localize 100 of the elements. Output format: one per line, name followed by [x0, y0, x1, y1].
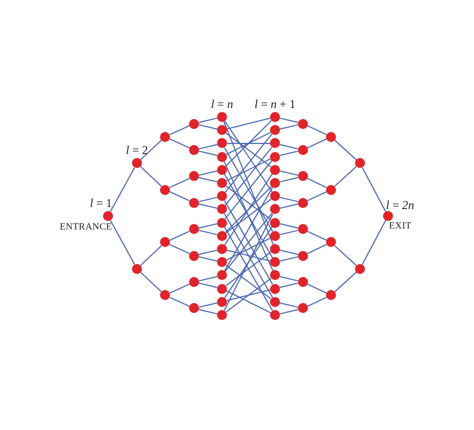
edge-line [223, 121, 274, 245]
vertex-dot [189, 145, 199, 155]
edge-line [280, 256, 298, 262]
vertex-dot [298, 145, 308, 155]
edge-line [226, 118, 270, 130]
level-label: l = 2n [386, 199, 414, 211]
edge-line [198, 256, 218, 262]
vertex-dot [189, 250, 199, 261]
edge-line [198, 150, 218, 156]
edge-line [198, 196, 218, 202]
edge-line [198, 276, 218, 282]
vertex-dot [189, 277, 199, 287]
edge-line [227, 142, 270, 144]
edge-line [307, 138, 327, 148]
edge-line [334, 272, 357, 292]
vertex-dot [270, 257, 280, 268]
edge-line [280, 282, 298, 288]
edge-line [225, 120, 272, 167]
edge-line [140, 245, 162, 266]
edge-line [224, 174, 273, 258]
vertex-dot [217, 218, 227, 228]
edge-line [226, 132, 272, 168]
edge-line [307, 244, 327, 254]
vertex-dot [217, 257, 227, 268]
vertex-dot [383, 211, 393, 221]
edge-line [169, 284, 190, 294]
vertex-dot [270, 310, 280, 320]
vertex-dot [217, 178, 227, 188]
vertex-dot [270, 270, 280, 280]
edge-line [226, 264, 272, 300]
vertex-dot [160, 184, 170, 195]
edge-line [307, 191, 327, 202]
edge-line [362, 167, 386, 212]
vertex-dot [189, 303, 199, 314]
edge-line [198, 302, 218, 308]
edge-line [280, 223, 298, 229]
vertex-dot [270, 191, 280, 202]
vertex-dot [326, 132, 336, 142]
node-caption: EXIT [389, 222, 412, 232]
edge-line [280, 118, 298, 123]
edge-line [226, 289, 270, 302]
edge-line [110, 167, 136, 212]
edge-line [280, 302, 298, 308]
vertex-dot [217, 191, 227, 202]
vertex-dot [217, 310, 227, 320]
vertex-dot [217, 125, 227, 136]
edge-line [334, 245, 357, 266]
vertex-dot [270, 152, 280, 162]
edge-line [307, 178, 327, 188]
edge-line [307, 296, 327, 307]
edge-line [224, 160, 274, 272]
edge-line [224, 187, 273, 272]
vertex-dot [326, 237, 336, 248]
node-caption: ENTRANCE [60, 223, 112, 233]
vertex-dot [270, 296, 280, 307]
level-label: l = 1 [90, 197, 112, 209]
edge-line [224, 120, 273, 192]
vertex-dot [270, 218, 280, 228]
vertex-dot [103, 211, 113, 221]
edge-line [226, 250, 270, 262]
edge-line [198, 118, 218, 123]
edge-line [169, 125, 190, 136]
edge-line [307, 230, 327, 241]
vertex-dot [217, 244, 227, 254]
vertex-dot [189, 198, 199, 208]
vertex-dot [270, 204, 280, 214]
edge-line [140, 166, 162, 187]
edge-line [169, 296, 190, 307]
edge-line [226, 132, 271, 155]
vertex-dot [298, 277, 308, 287]
level-label: l = n [210, 98, 234, 110]
edge-line [280, 177, 298, 182]
edge-line [280, 196, 298, 202]
vertex-dot [355, 158, 365, 168]
edge-line [280, 230, 298, 236]
vertex-dot [189, 224, 199, 234]
vertex-dot [298, 303, 308, 314]
edge-line [226, 252, 272, 286]
vertex-dot [217, 152, 227, 162]
vertex-dot [298, 250, 308, 261]
edge-line [224, 160, 272, 220]
vertex-dot [217, 204, 227, 214]
vertex-dot [298, 224, 308, 234]
edge-line [198, 309, 218, 314]
edge-line [224, 213, 273, 298]
edge-line [169, 230, 190, 241]
vertex-dot [270, 138, 280, 148]
edge-line [307, 125, 327, 136]
edge-line [198, 282, 218, 288]
edge-line [198, 250, 218, 255]
vertex-dot [217, 270, 227, 280]
edge-line [110, 220, 136, 265]
vertex-dot [270, 112, 280, 122]
vertex-dot [270, 230, 280, 241]
edge-line [169, 138, 190, 148]
edge-line [224, 226, 273, 311]
edge-line [169, 191, 190, 202]
vertex-dot [217, 138, 227, 148]
vertex-dot [270, 178, 280, 188]
level-label: l = n + 1 [254, 98, 296, 110]
